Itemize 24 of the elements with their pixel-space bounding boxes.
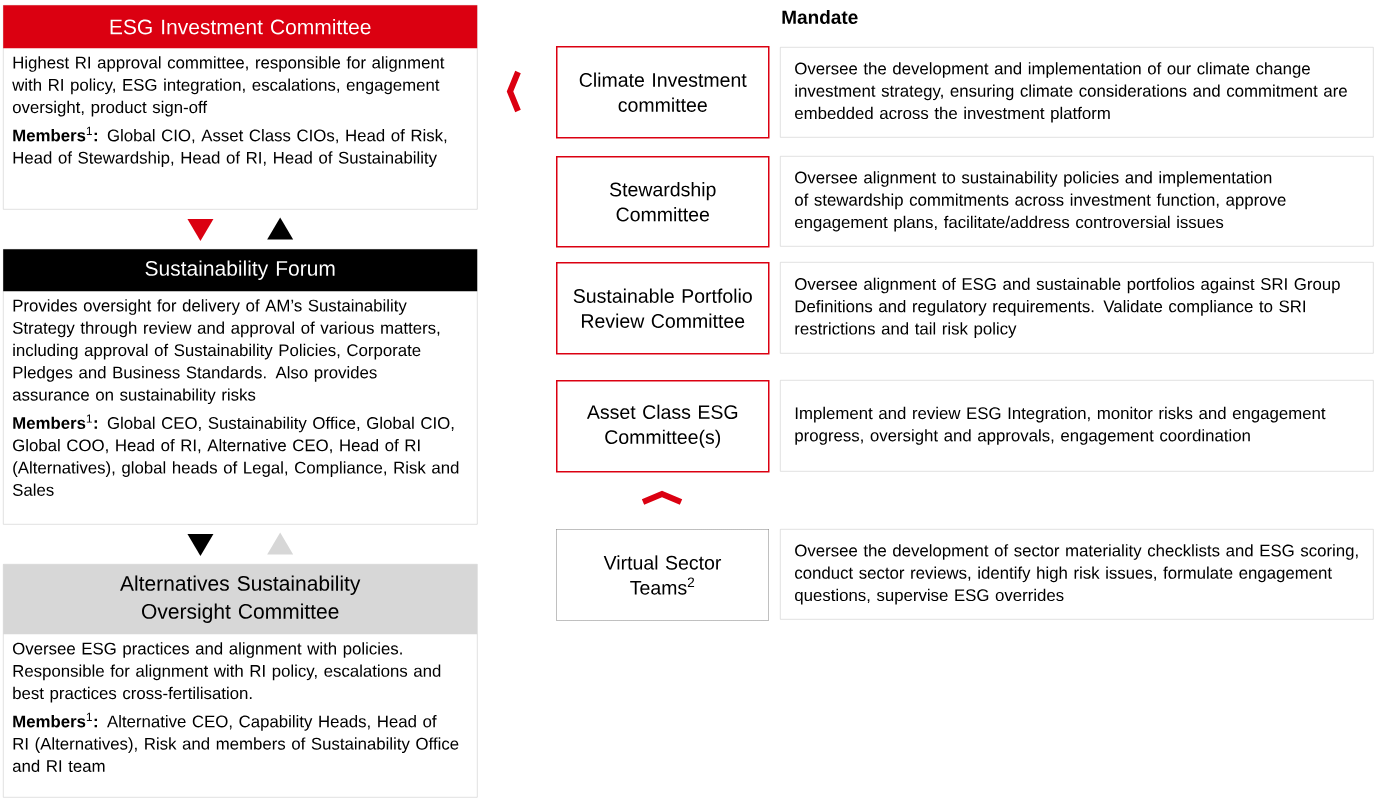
committee-box: Climate Investment committee [556, 46, 770, 139]
flow-triangle [187, 218, 214, 241]
mandate-box: Oversee alignment to sustainability policies and implementation of stewardship commitments across investment function, approve engagement plans, facilitate/address controversial issues [780, 156, 1374, 247]
flow-triangle [187, 533, 214, 556]
description-text: Oversee ESG practices and alignment with policies. Responsible for alignment with RI policy, escalations and best practices cross-fertilisation. [13, 642, 441, 703]
mandate-box: Implement and review ESG Integration, monitor risks and engagement progress, oversight and approvals, engagement coordination [780, 380, 1374, 472]
flow-triangle [267, 532, 294, 555]
description-text: Highest RI approval committee, responsible for alignment with RI policy, ESG integration, escalations, engagement oversight, product sign-off [12, 56, 445, 117]
team-box: Virtual Sector Teams$^{2}$ [556, 529, 769, 621]
committee-box: Sustainable Portfolio Review Committee [556, 262, 770, 355]
committee-box: Stewardship Committee [556, 156, 770, 248]
column-heading: Mandate [782, 10, 858, 24]
flow-triangle [267, 217, 294, 240]
mandate-box: Oversee the development of sector materiality checklists and ESG scoring, conduct sector reviews, identify high risk issues, formulate engagement questions, supervise ESG overrides [780, 529, 1374, 620]
panel-heading: Alternatives Sustainability Oversight Committee [3, 564, 478, 635]
mandate-box: Oversee the development and implementation of our climate change investment strategy, ensuring climate considerations and commitment are embedded across the investment platform [780, 47, 1374, 138]
members-text: Members$^{1}$: Global CEO, Sustainability Office, Global CIO, Global COO, Head of RI, Alternative CEO, Head of RI (Alternatives), global heads of Legal, Compliance, Risk and Sales [12, 414, 459, 496]
mandate-box: Oversee alignment of ESG and sustainable portfolios against SRI Group Definitions and regulatory requirements. Validate compliance to SRI restrictions and tail risk policy [780, 262, 1374, 354]
panel-heading: ESG Investment Committee [3, 5, 478, 49]
description-text: Provides oversight for delivery of AM’s Sustainability Strategy through review and approval of various matters, including approval of Sustainability Policies, Corporate Pledges and Business Standards. Also provides assurance on sustainability risks [12, 299, 440, 405]
members-text: Members$^{1}$: Global CIO, Asset Class CIOs, Head of Risk, Head of Stewardship, Head of RI, Head of Sustainability [13, 126, 447, 167]
committee-box: Asset Class ESG Committee(s) [556, 380, 770, 473]
members-text: Members$^{1}$: Alternative CEO, Capability Heads, Head of RI (Alternatives), Risk and members of Sustainability Office and RI team [12, 712, 459, 772]
panel-heading: Sustainability Forum [3, 249, 478, 292]
